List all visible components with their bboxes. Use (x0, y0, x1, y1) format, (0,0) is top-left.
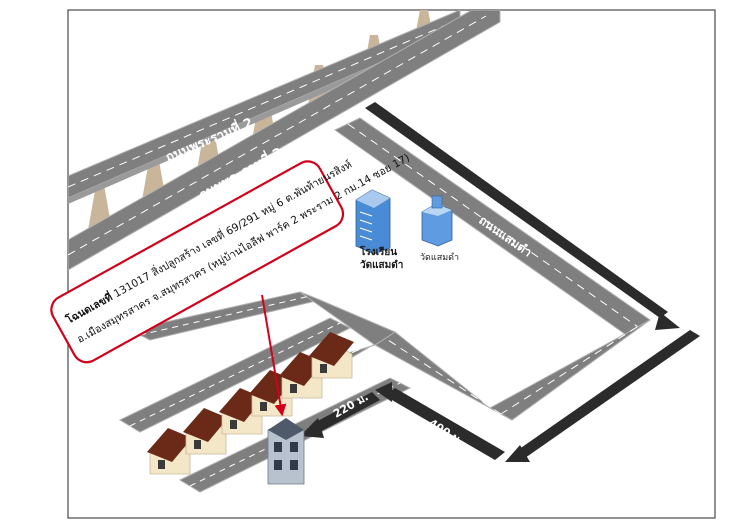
school-building-icon (355, 189, 391, 255)
school-label-line1: โรงเรียน (359, 245, 397, 258)
callout-pointer (261, 294, 287, 417)
school-label-line2: วัดแสมดำ (360, 259, 403, 271)
house-icon (147, 428, 192, 475)
target-building-icon (267, 418, 305, 485)
temple-building-icon (421, 195, 453, 247)
house-icon (309, 332, 354, 379)
village-houses (147, 332, 354, 475)
temple-label: วัดแสมดำ (420, 252, 459, 263)
house-icon (183, 408, 228, 455)
